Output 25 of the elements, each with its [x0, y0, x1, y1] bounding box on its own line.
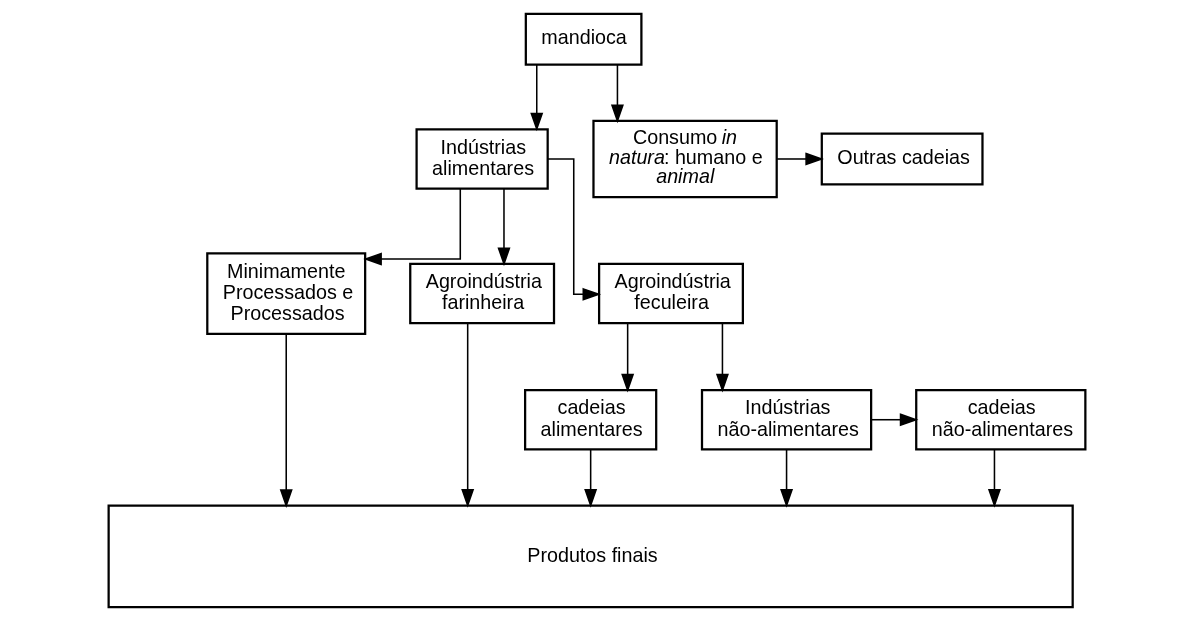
- arrow: [779, 448, 793, 508]
- arrow: [496, 188, 510, 267]
- node-box: Agroindústria farinheira: [408, 262, 555, 325]
- arrow: [529, 63, 543, 132]
- arrow: [546, 158, 601, 301]
- node-box: Minimamente Processados e Processados: [205, 252, 366, 335]
- arrow: [775, 152, 824, 166]
- arrow: [620, 322, 634, 393]
- node-box: Outras cadeias: [820, 132, 984, 186]
- arrow: [279, 333, 293, 508]
- node-box: mandioca: [524, 12, 643, 66]
- node-box: Indústrias não-alimentares: [700, 389, 872, 451]
- arrow: [987, 448, 1001, 508]
- node-box: cadeias alimentares: [523, 389, 657, 451]
- node-box: Produtos finais: [107, 504, 1074, 609]
- node-box: cadeias não-alimentares: [914, 389, 1086, 451]
- node-box: Agroindústria feculeira: [597, 262, 744, 325]
- arrow: [583, 448, 597, 508]
- arrow: [715, 322, 729, 393]
- arrow: [610, 63, 624, 124]
- node-box: Indústrias alimentares: [414, 128, 549, 190]
- arrow: [362, 188, 461, 266]
- arrow: [460, 322, 474, 508]
- node-box: Consumo in natura: humano e animal: [591, 119, 778, 199]
- arrow: [869, 413, 918, 427]
